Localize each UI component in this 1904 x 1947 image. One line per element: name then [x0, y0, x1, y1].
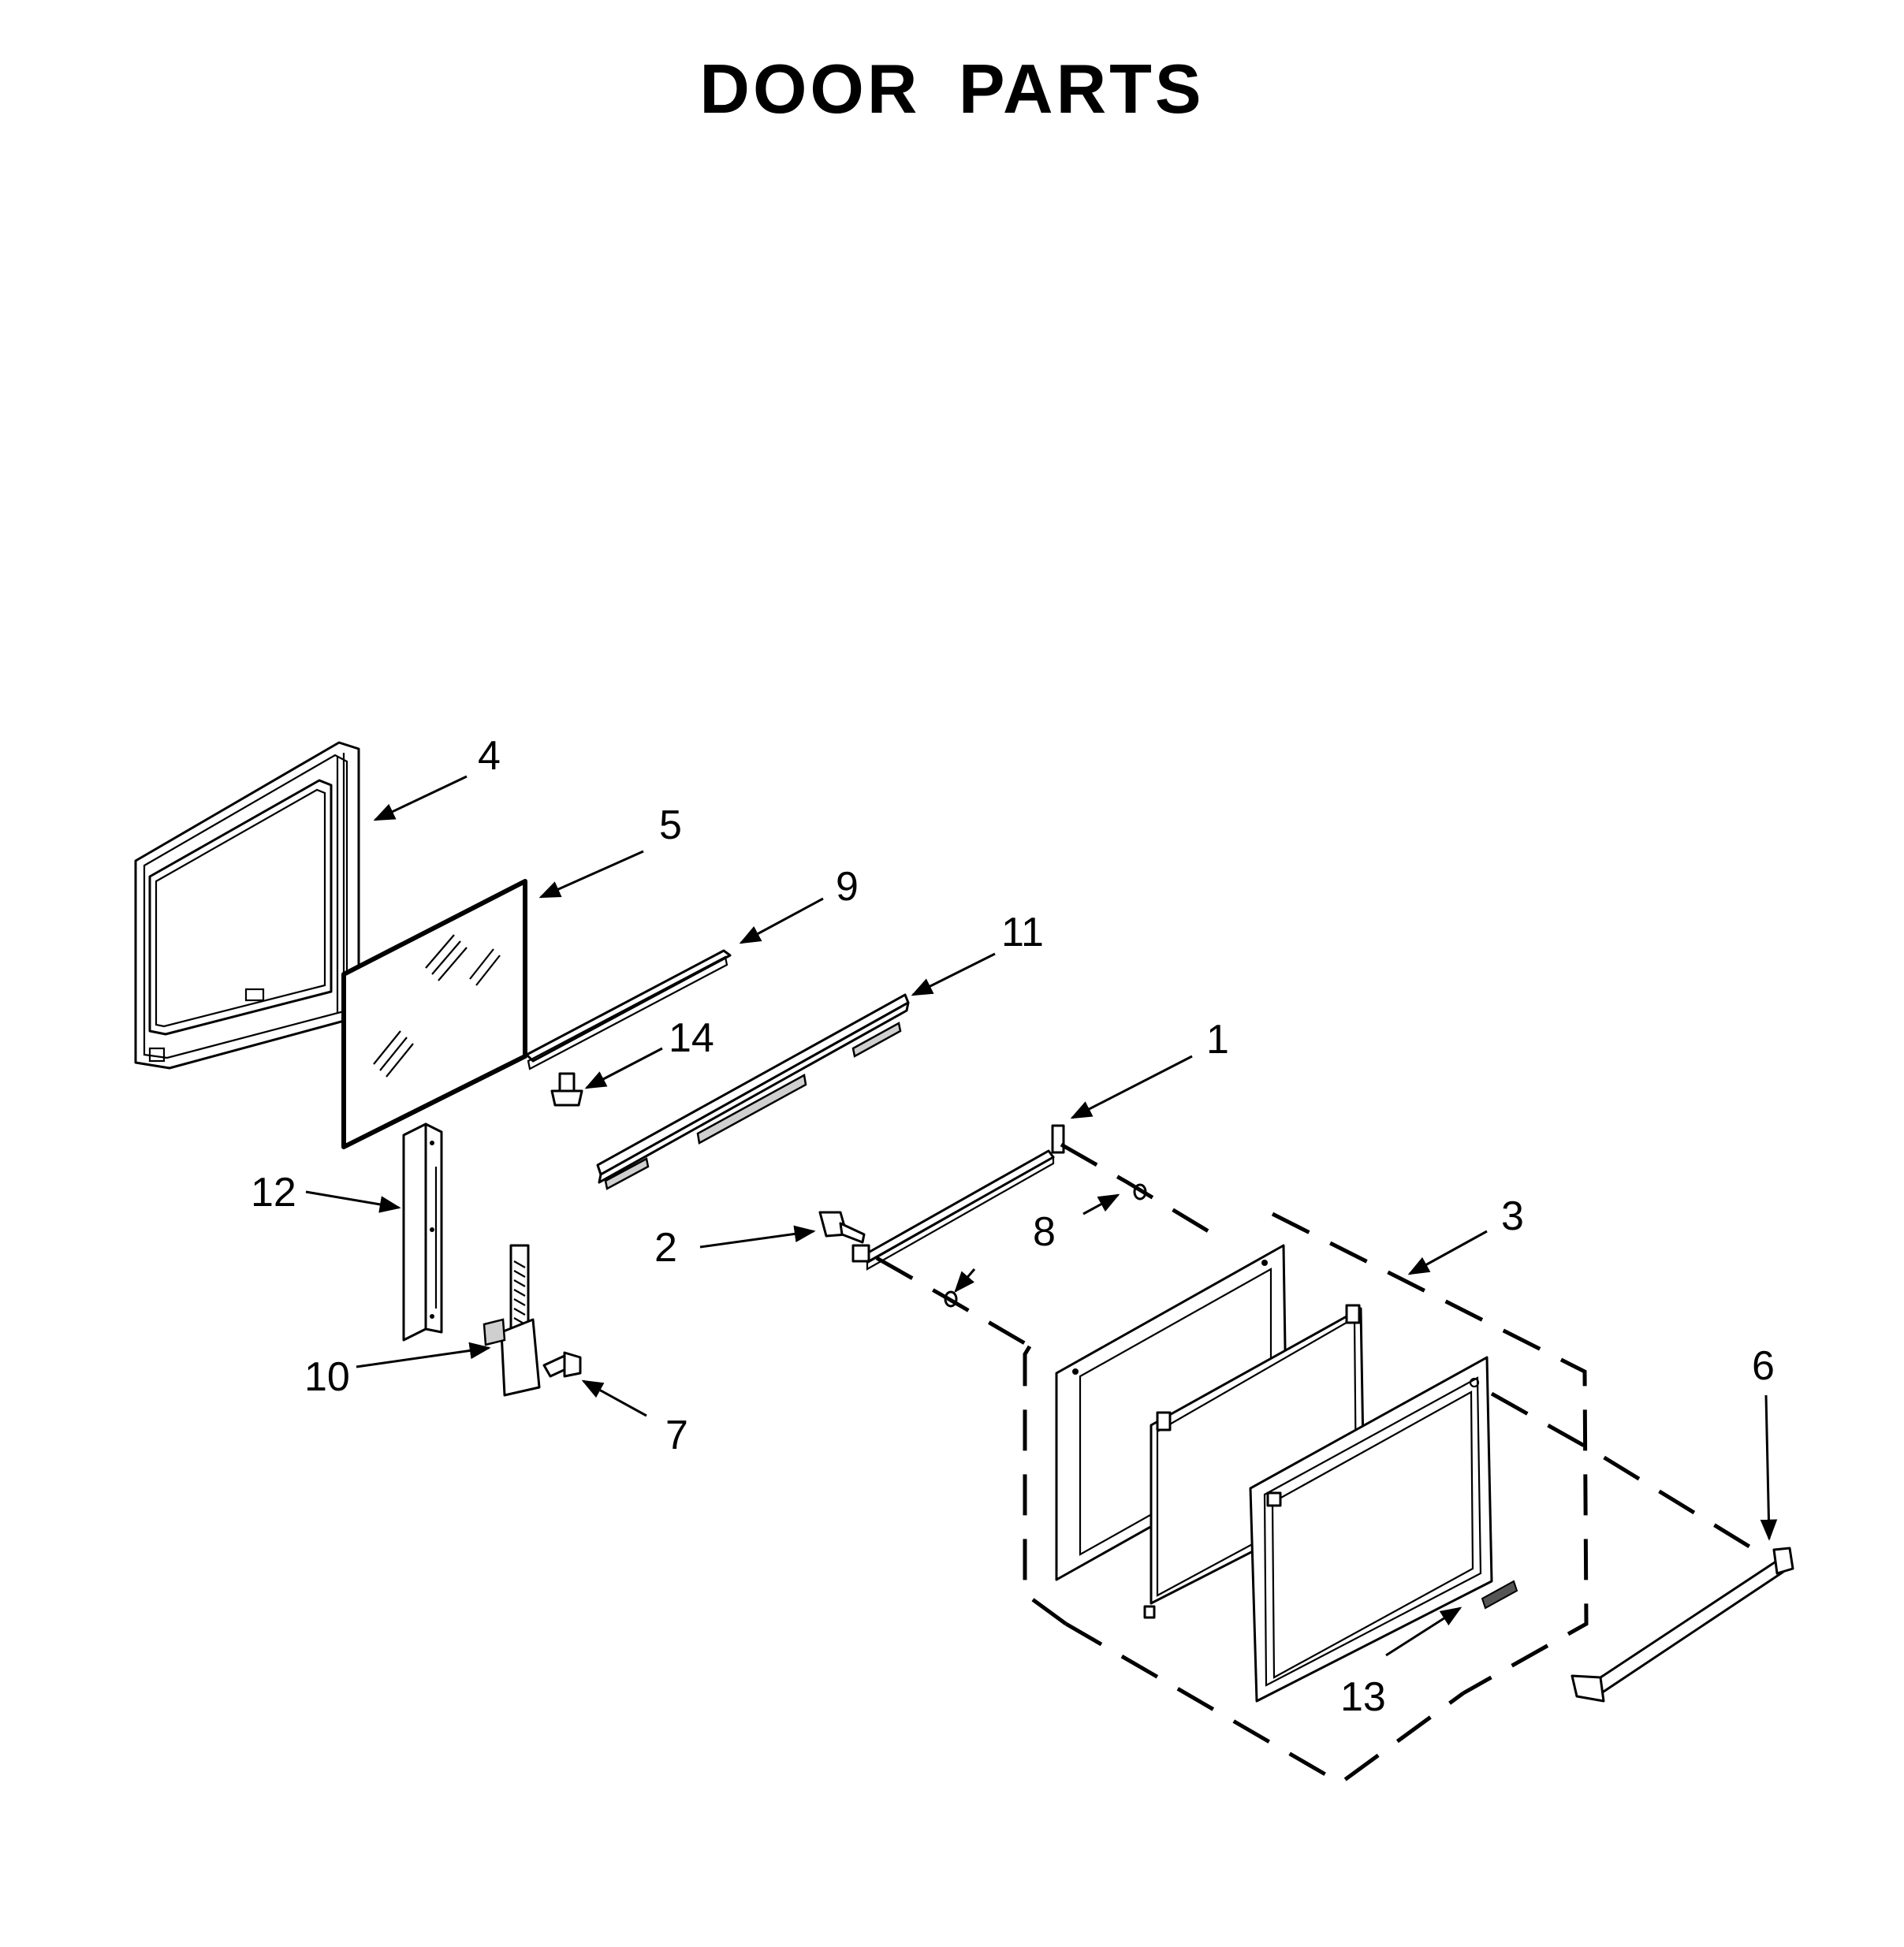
part-6-door-handle	[1571, 1547, 1794, 1703]
part-1-door-rail	[851, 1124, 1065, 1271]
part-4-inner-door-frame	[134, 741, 360, 1070]
part-14-screw	[550, 1072, 583, 1107]
callout-2: 2	[654, 1225, 677, 1271]
callout-12: 12	[251, 1170, 296, 1215]
callout-5: 5	[659, 802, 682, 848]
part-11-door-bracket	[596, 993, 910, 1190]
part-5-door-glass	[341, 879, 527, 1149]
callout-14: 14	[669, 1015, 714, 1061]
callout-13: 13	[1340, 1674, 1386, 1720]
part-7-hinge-screw	[542, 1351, 582, 1378]
callout-4: 4	[478, 733, 501, 779]
callout-3: 3	[1501, 1193, 1524, 1239]
callout-1: 1	[1206, 1017, 1229, 1063]
callout-11: 11	[1001, 910, 1044, 955]
assembly-dash-lines	[875, 1142, 1761, 1555]
part-3-outer-door-group	[1023, 1212, 1589, 1785]
part-10-hinge	[483, 1244, 541, 1397]
part-13-badge	[1481, 1580, 1518, 1610]
page-title: DOOR PARTS	[699, 50, 1205, 128]
part-9-glass-strip	[525, 949, 732, 1070]
part-12-side-channel	[402, 1122, 443, 1342]
callout-6: 6	[1752, 1343, 1775, 1389]
callout-leaders	[305, 775, 1778, 1657]
callout-10: 10	[304, 1354, 350, 1400]
callout-9: 9	[836, 864, 859, 910]
callout-8: 8	[1033, 1209, 1056, 1255]
callout-labels: 4 5 9 11 14 1 3 8 2 12 10 7 6 13	[251, 733, 1775, 1720]
part-2-screw	[818, 1211, 866, 1244]
callout-7: 7	[665, 1413, 688, 1458]
